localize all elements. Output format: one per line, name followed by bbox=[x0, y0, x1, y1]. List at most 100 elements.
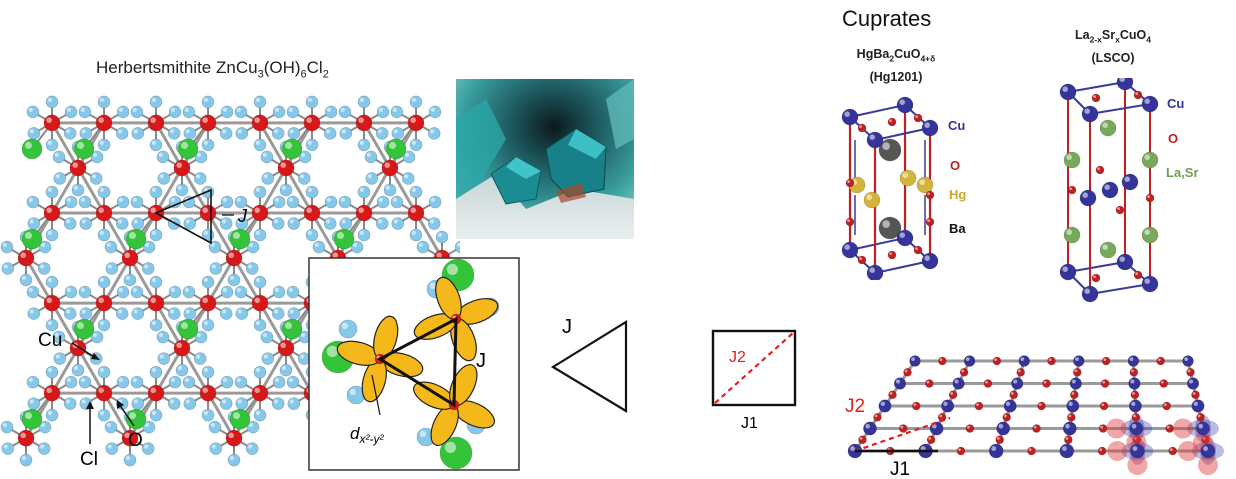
cu-atom-mid-highlight bbox=[1104, 184, 1110, 190]
cl-atom-highlight bbox=[25, 412, 32, 420]
oh-atom-highlight bbox=[80, 107, 85, 112]
la-sr-atom-highlight bbox=[1066, 229, 1072, 235]
oh-atom-highlight bbox=[359, 187, 364, 192]
plane-cu-atom-highlight bbox=[1068, 401, 1073, 406]
oh-atom-highlight bbox=[299, 354, 305, 359]
oh-atom-highlight bbox=[133, 309, 138, 314]
oh-atom-highlight bbox=[340, 107, 345, 112]
oh-atom-highlight bbox=[106, 422, 111, 428]
inset-cl-atom-highlight bbox=[444, 441, 456, 453]
oh-atom-highlight bbox=[66, 107, 72, 112]
plane-cu-atom-highlight bbox=[1071, 379, 1076, 384]
oxygen-atom-highlight bbox=[927, 219, 930, 223]
oh-atom bbox=[305, 228, 319, 242]
cu-atom-highlight bbox=[202, 387, 208, 394]
cu-atom-highlight bbox=[869, 267, 875, 274]
cu-atom-highlight bbox=[1062, 86, 1068, 92]
oh-atom-highlight bbox=[300, 332, 306, 338]
oxygen-atom-highlight bbox=[859, 125, 862, 128]
plane-oxygen-highlight bbox=[1134, 436, 1137, 440]
cu-atom bbox=[381, 159, 399, 177]
cu-atom-highlight bbox=[202, 207, 208, 213]
oh-atom-highlight bbox=[221, 309, 227, 314]
hg-atom-highlight bbox=[866, 194, 872, 200]
plane-oxygen-highlight bbox=[1102, 380, 1106, 384]
cu-atom bbox=[251, 384, 269, 402]
oh-atom-highlight bbox=[28, 377, 33, 383]
oh-atom bbox=[305, 95, 319, 109]
oh-atom-highlight bbox=[66, 377, 72, 383]
oh-atom-highlight bbox=[263, 354, 268, 359]
plane-cu-atom-highlight bbox=[1130, 379, 1135, 384]
oh-atom-highlight bbox=[229, 275, 234, 281]
square-j1 bbox=[711, 329, 797, 407]
oh-atom bbox=[220, 375, 234, 389]
cu-atom bbox=[43, 384, 61, 402]
oh-atom-highlight bbox=[377, 129, 383, 134]
cu-atom bbox=[355, 114, 373, 132]
orbital-label: dx²-y² bbox=[350, 424, 384, 446]
cu-atom bbox=[147, 294, 165, 312]
oh-atom-highlight bbox=[40, 242, 46, 248]
plane-oxygen-highlight bbox=[958, 448, 961, 451]
plane-oxygen-highlight bbox=[1132, 391, 1135, 395]
oxygen-atom-highlight bbox=[1093, 275, 1096, 278]
plane-oxygen-highlight bbox=[950, 391, 954, 395]
oxygen-atom-highlight bbox=[1117, 207, 1120, 211]
oh-atom-highlight bbox=[255, 320, 260, 326]
oh-atom-highlight bbox=[411, 230, 416, 235]
oh-atom bbox=[1, 442, 15, 455]
oh-atom-highlight bbox=[39, 444, 45, 449]
cl-atom-highlight bbox=[181, 141, 188, 149]
oh-atom-highlight bbox=[326, 197, 332, 202]
plane-oxygen-highlight bbox=[904, 369, 908, 373]
plane-oxygen-highlight bbox=[1202, 436, 1206, 440]
cu-atom-highlight bbox=[228, 432, 234, 439]
oh-atom-highlight bbox=[73, 185, 78, 190]
plane-j2-bond bbox=[854, 416, 951, 453]
oh-atom-highlight bbox=[203, 277, 208, 283]
cu-atom bbox=[866, 131, 884, 149]
oh-atom bbox=[104, 420, 118, 434]
oxygen-atom bbox=[1095, 165, 1105, 175]
oh-atom bbox=[219, 217, 233, 230]
oh-atom bbox=[357, 185, 371, 199]
cu-atom-highlight bbox=[844, 111, 850, 117]
oh-atom bbox=[272, 375, 286, 389]
oh-atom-highlight bbox=[359, 97, 364, 102]
oxygen-atom-highlight bbox=[1135, 272, 1138, 275]
oh-atom-highlight bbox=[367, 174, 372, 179]
oh-atom bbox=[201, 365, 215, 379]
oh-atom bbox=[253, 408, 267, 422]
plane-cu-atom-highlight bbox=[943, 401, 948, 406]
plane-cu-atom bbox=[1129, 421, 1144, 436]
oh-atom-highlight bbox=[185, 309, 190, 314]
oh-atom-highlight bbox=[132, 107, 137, 112]
oh-atom-highlight bbox=[133, 399, 138, 404]
oh-atom-highlight bbox=[325, 129, 331, 134]
plane-oxygen-highlight bbox=[1074, 369, 1078, 373]
plane-oxygen bbox=[1097, 446, 1107, 456]
oh-atom bbox=[401, 172, 415, 185]
oh-atom-highlight bbox=[237, 399, 242, 404]
oh-atom bbox=[235, 397, 249, 410]
plane-cu-atom bbox=[988, 443, 1004, 459]
cu-atom-highlight bbox=[176, 342, 182, 349]
oh-atom bbox=[272, 105, 286, 119]
oh-atom bbox=[286, 195, 300, 209]
oh-atom bbox=[116, 105, 130, 119]
oh-atom-highlight bbox=[159, 354, 164, 359]
oh-atom-highlight bbox=[107, 264, 112, 269]
plane-oxygen bbox=[1130, 390, 1140, 400]
cu-atom-highlight bbox=[844, 244, 850, 250]
cu-cu-bond bbox=[258, 347, 288, 394]
plane-oxygen bbox=[1191, 390, 1200, 400]
oh-atom bbox=[37, 442, 51, 455]
oh-atom bbox=[71, 183, 85, 197]
cu-atom bbox=[199, 114, 217, 132]
plane-cu-atom bbox=[1127, 355, 1140, 367]
plane-oxygen-highlight bbox=[985, 380, 988, 384]
oh-atom bbox=[168, 105, 182, 119]
oh-atom-highlight bbox=[99, 277, 104, 283]
cu-cu-bond bbox=[50, 122, 80, 169]
